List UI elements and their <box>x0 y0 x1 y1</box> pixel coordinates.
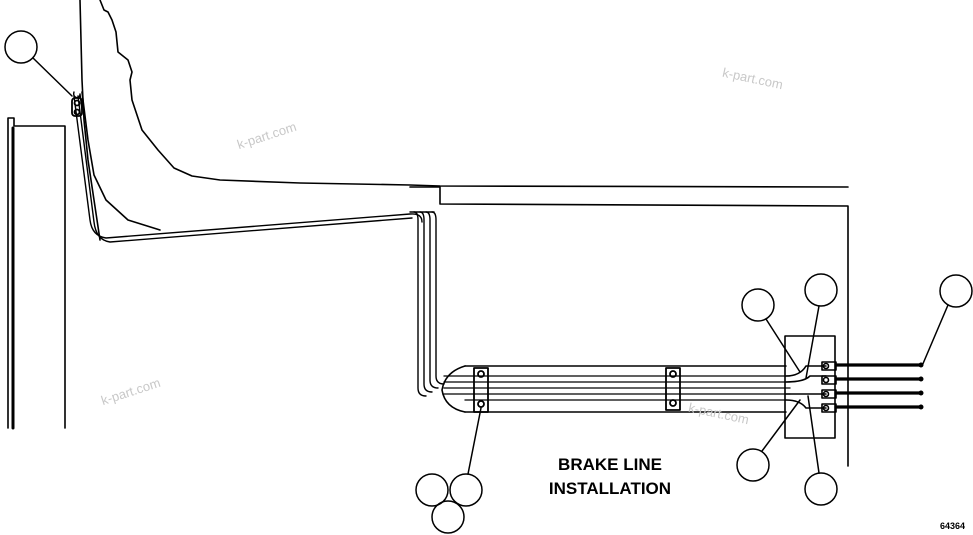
line-end-caps <box>918 362 924 410</box>
callout-junction-lower-left <box>736 399 801 482</box>
caption-line-1: BRAKE LINE <box>558 455 662 474</box>
upper-brake-line <box>72 91 423 243</box>
callout-clamp-bottom <box>431 500 465 534</box>
brake-line-bundle <box>441 365 791 413</box>
callout-junction-lower-right <box>804 395 838 506</box>
callout-upper-left <box>4 30 73 97</box>
callout-junction-upper-left <box>741 288 801 373</box>
figure-number: 64364 <box>940 521 966 531</box>
diagram-caption: BRAKE LINE INSTALLATION <box>520 453 700 501</box>
upper-clip <box>71 97 83 117</box>
callout-clamp-left <box>415 473 449 507</box>
vertical-brake-lines <box>409 211 445 397</box>
clamp-left <box>473 367 489 413</box>
clamp-right <box>665 367 681 411</box>
junction-fittings <box>821 361 837 413</box>
callout-junction-upper-right <box>804 273 838 379</box>
callout-clamp-right <box>449 407 483 507</box>
outgoing-brake-lines <box>834 363 922 409</box>
caption-line-2: INSTALLATION <box>548 479 672 498</box>
callout-far-right <box>921 274 973 367</box>
frame-rail <box>79 0 849 467</box>
left-support-post <box>7 117 66 430</box>
junction-block <box>784 335 836 439</box>
